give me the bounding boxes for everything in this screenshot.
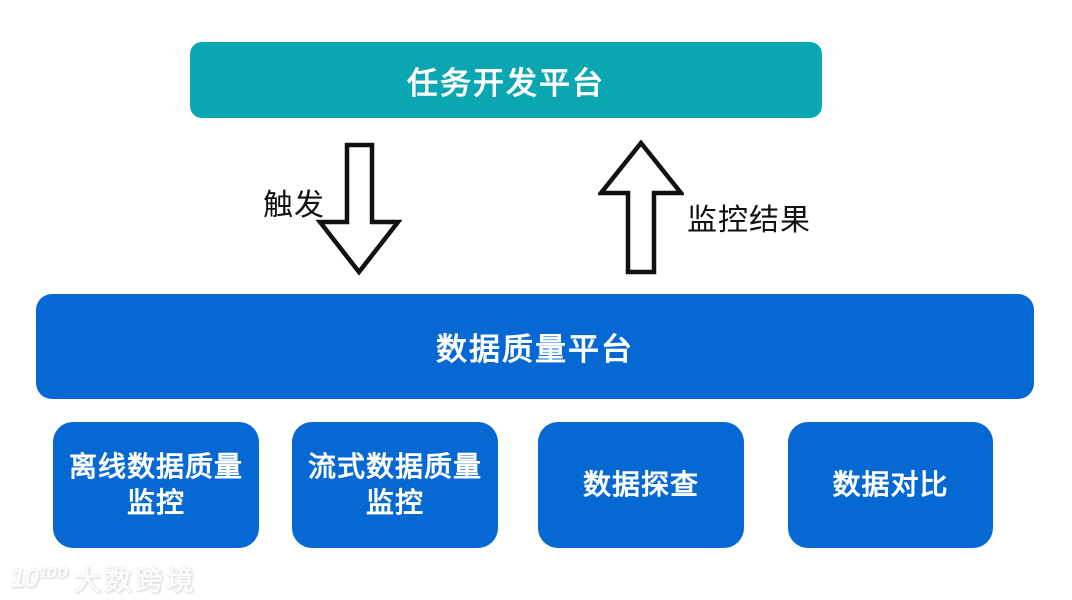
down-arrow-icon [316, 142, 402, 276]
watermark-logo-icon: 10¹⁰⁰ [10, 563, 69, 593]
trigger-label: 触发 [263, 189, 325, 222]
up-arrow-icon [598, 140, 684, 275]
module-offline-quality-monitor: 离线数据质量监控 [53, 422, 259, 548]
data-quality-platform-label: 数据质量平台 [436, 332, 634, 367]
task-dev-platform-label: 任务开发平台 [407, 65, 605, 101]
watermark-brand-text: 大数跨境 [73, 566, 198, 596]
module-label: 离线数据质量监控 [68, 450, 243, 518]
module-stream-quality-monitor: 流式数据质量监控 [292, 422, 498, 548]
module-data-comparison: 数据对比 [788, 422, 993, 548]
module-label: 流式数据质量监控 [307, 450, 482, 518]
module-label: 数据探查 [582, 468, 699, 500]
task-dev-platform-box: 任务开发平台 [190, 42, 822, 118]
monitor-result-label: 监控结果 [687, 204, 811, 237]
data-quality-platform-box: 数据质量平台 [36, 294, 1034, 399]
watermark: 10¹⁰⁰ 大数跨境 [10, 559, 198, 598]
module-label: 数据对比 [832, 468, 949, 500]
module-data-exploration: 数据探查 [538, 422, 744, 548]
